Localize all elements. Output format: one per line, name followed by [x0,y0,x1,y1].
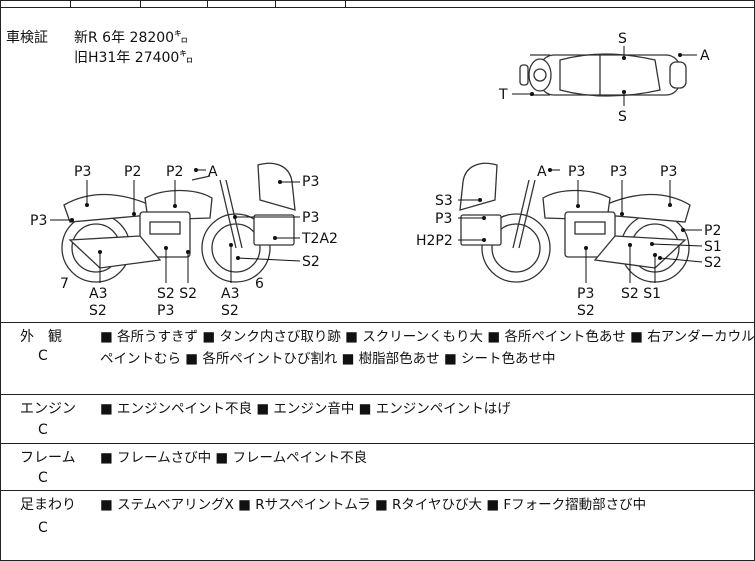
header-cell-divider [275,0,276,7]
section-divider [0,443,755,444]
left-label-s2s2: S2 S2 [157,286,197,302]
left-label-7: 7 [60,276,69,292]
right-label-p3: P3 [568,164,585,180]
left-label-p2-b: P2 [166,164,183,180]
left-label-p2: P2 [124,164,141,180]
right-label-p3-left: P3 [435,211,452,227]
right-label-p3-bottom: P3 [577,286,594,302]
section-divider [0,490,755,491]
left-label-p3-left: P3 [30,213,47,229]
left-side-bike [61,162,296,283]
section-divider [0,394,755,395]
left-label-p3-b: P3 [302,174,319,190]
section-notes-exterior-2: ペイントむら ■ 各所ペイントひび割れ ■ 樹脂部色あせ ■ シート色あせ中 [100,351,556,367]
header-cell-divider [140,0,141,7]
header-cell-divider [345,0,346,7]
left-label-a3-mid: A3 [221,286,239,302]
left-label-s2-mid: S2 [221,303,239,319]
left-label-6: 6 [255,276,264,292]
right-label-a: A [537,164,547,180]
section-title-frame: フレーム [20,450,76,466]
section-title-engine: エンジン [20,401,76,417]
section-notes-engine: ■ エンジンペイント不良 ■ エンジン音中 ■ エンジンペイントはげ [100,401,511,417]
header-cell-divider [70,0,71,7]
section-notes-exterior-1: ■ 各所うすきず ■ タンク内さび取り跡 ■ スクリーンくもり大 ■ 各所ペイン… [100,329,755,345]
top-label-s: S [618,31,627,47]
section-grade-engine: C [38,422,48,438]
left-label-s2-right: S2 [302,254,320,270]
top-label-s-bottom: S [618,109,627,125]
section-notes-frame: ■ フレームさび中 ■ フレームペイント不良 [100,450,368,466]
top-label-a: A [700,48,710,64]
right-label-p2: P2 [704,223,721,239]
left-label-p3-c: P3 [302,210,319,226]
header-cell-divider [207,0,208,7]
section-divider [0,322,755,323]
right-label-s2s1: S2 S1 [621,286,661,302]
right-label-s1: S1 [704,239,722,255]
damage-diagram: S A T S P3 P2 P2 A P3 P3 P3 T2A2 S2 6 7 … [30,31,722,319]
right-label-p3-b: P3 [610,164,627,180]
inspection-label: 車検証 [6,30,48,46]
right-label-h2p2: H2P2 [416,233,453,249]
inspection-old-mileage: 旧H31年 27400㌔ [74,50,194,66]
left-label-t2a2: T2A2 [301,231,338,247]
right-label-s2-bottom: S2 [577,303,595,319]
left-label-a3: A3 [89,286,107,302]
section-title-suspension: 足まわり [20,497,76,513]
left-label-s2: S2 [89,303,107,319]
inspection-new-mileage: 新R 6年 28200㌔ [74,30,189,46]
left-label-p3-bottom: P3 [157,303,174,319]
section-title-exterior: 外 観 [20,329,62,345]
header-divider [0,7,755,8]
left-label-a: A [208,164,218,180]
section-grade-exterior: C [38,348,48,364]
section-grade-frame: C [38,470,48,486]
right-label-s3: S3 [435,193,453,209]
top-view-bike [519,53,687,97]
top-label-t: T [498,87,508,103]
section-grade-suspension: C [38,520,48,536]
right-label-p3-c: P3 [660,164,677,180]
right-label-s2: S2 [704,255,722,271]
section-notes-suspension: ■ ステムベアリングX ■ Rサスペイントムラ ■ Rタイヤひび大 ■ Fフォー… [100,497,647,513]
left-label-p3: P3 [74,164,91,180]
